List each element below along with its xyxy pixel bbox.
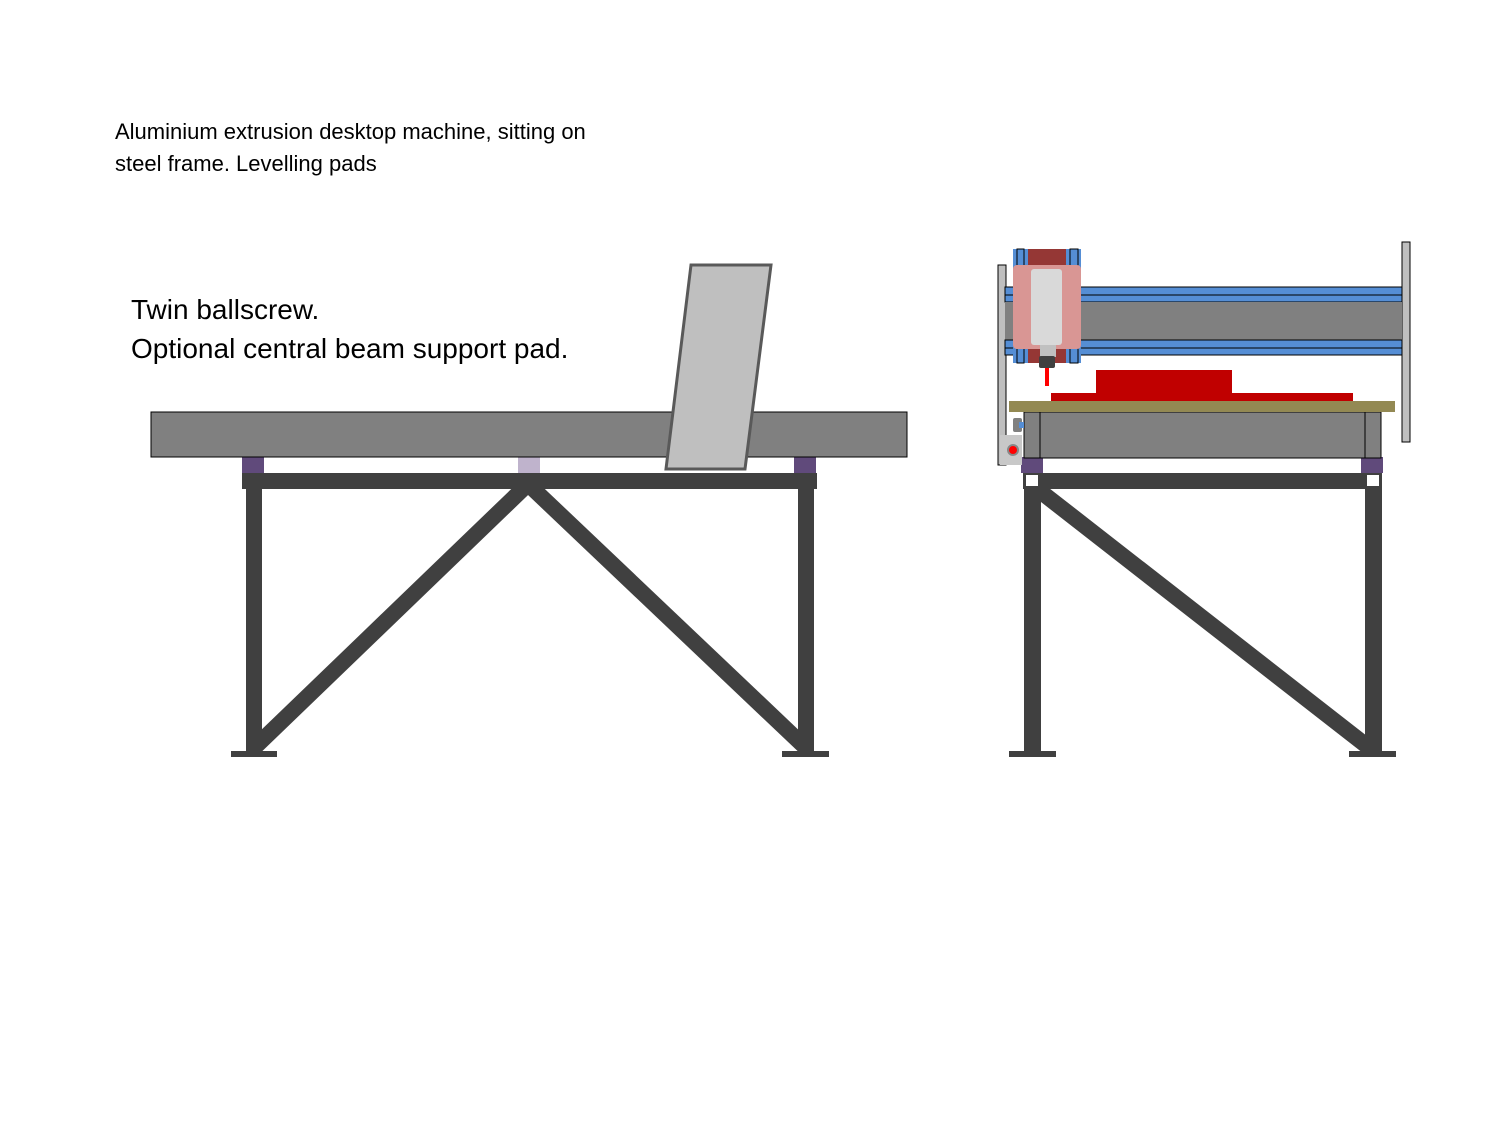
caption-ballscrew: Twin ballscrew. [131, 294, 320, 325]
collet-nut [1039, 356, 1055, 368]
gantry-plate-right [1401, 241, 1411, 443]
gantry-side-plate [664, 263, 773, 471]
spindle-collet [1040, 345, 1056, 357]
diagonal-brace [1031, 481, 1377, 757]
levelling-foot-right [782, 751, 829, 757]
support-pad-left [242, 457, 264, 473]
side-view [150, 263, 908, 757]
diagonal-brace-right [522, 478, 812, 754]
tube-end-left [1026, 475, 1038, 486]
diagonal-brace-left [248, 478, 534, 754]
workpiece-base [1051, 393, 1353, 401]
central-support-pad-optional [518, 457, 540, 473]
support-pad-right [1361, 457, 1383, 473]
aluminium-beam [150, 411, 908, 458]
caption-ballscrew-note: Twin ballscrew. Optional central beam su… [131, 290, 568, 368]
steel-leg-left [246, 486, 262, 752]
caption-machine-description: Aluminium extrusion desktop machine, sit… [115, 116, 586, 180]
caption-support-pad: Optional central beam support pad. [131, 333, 569, 364]
steel-crossbar [1023, 473, 1382, 489]
limit-switch-nub [1019, 422, 1024, 428]
base-frame [1023, 411, 1382, 459]
support-pad-left [1021, 457, 1043, 473]
caption-line-2: steel frame. Levelling pads [115, 151, 377, 176]
spindle-body [1031, 269, 1062, 345]
caption-line-1: Aluminium extrusion desktop machine, sit… [115, 119, 586, 144]
workpiece-block [1096, 370, 1232, 394]
steel-crossbar [242, 473, 817, 489]
bed-plate [1009, 401, 1395, 412]
limit-switch [1013, 418, 1022, 432]
levelling-foot-left [1009, 751, 1056, 757]
levelling-foot-right [1349, 751, 1396, 757]
support-pad-right [794, 457, 816, 473]
steel-leg-left [1024, 473, 1041, 752]
motor-indicator-icon [1007, 444, 1019, 456]
cutting-bit [1045, 368, 1049, 386]
steel-leg-right [798, 486, 814, 752]
levelling-foot-left [231, 751, 277, 757]
end-view [997, 241, 1411, 757]
tube-end-right [1367, 475, 1379, 486]
steel-leg-right [1365, 473, 1382, 752]
